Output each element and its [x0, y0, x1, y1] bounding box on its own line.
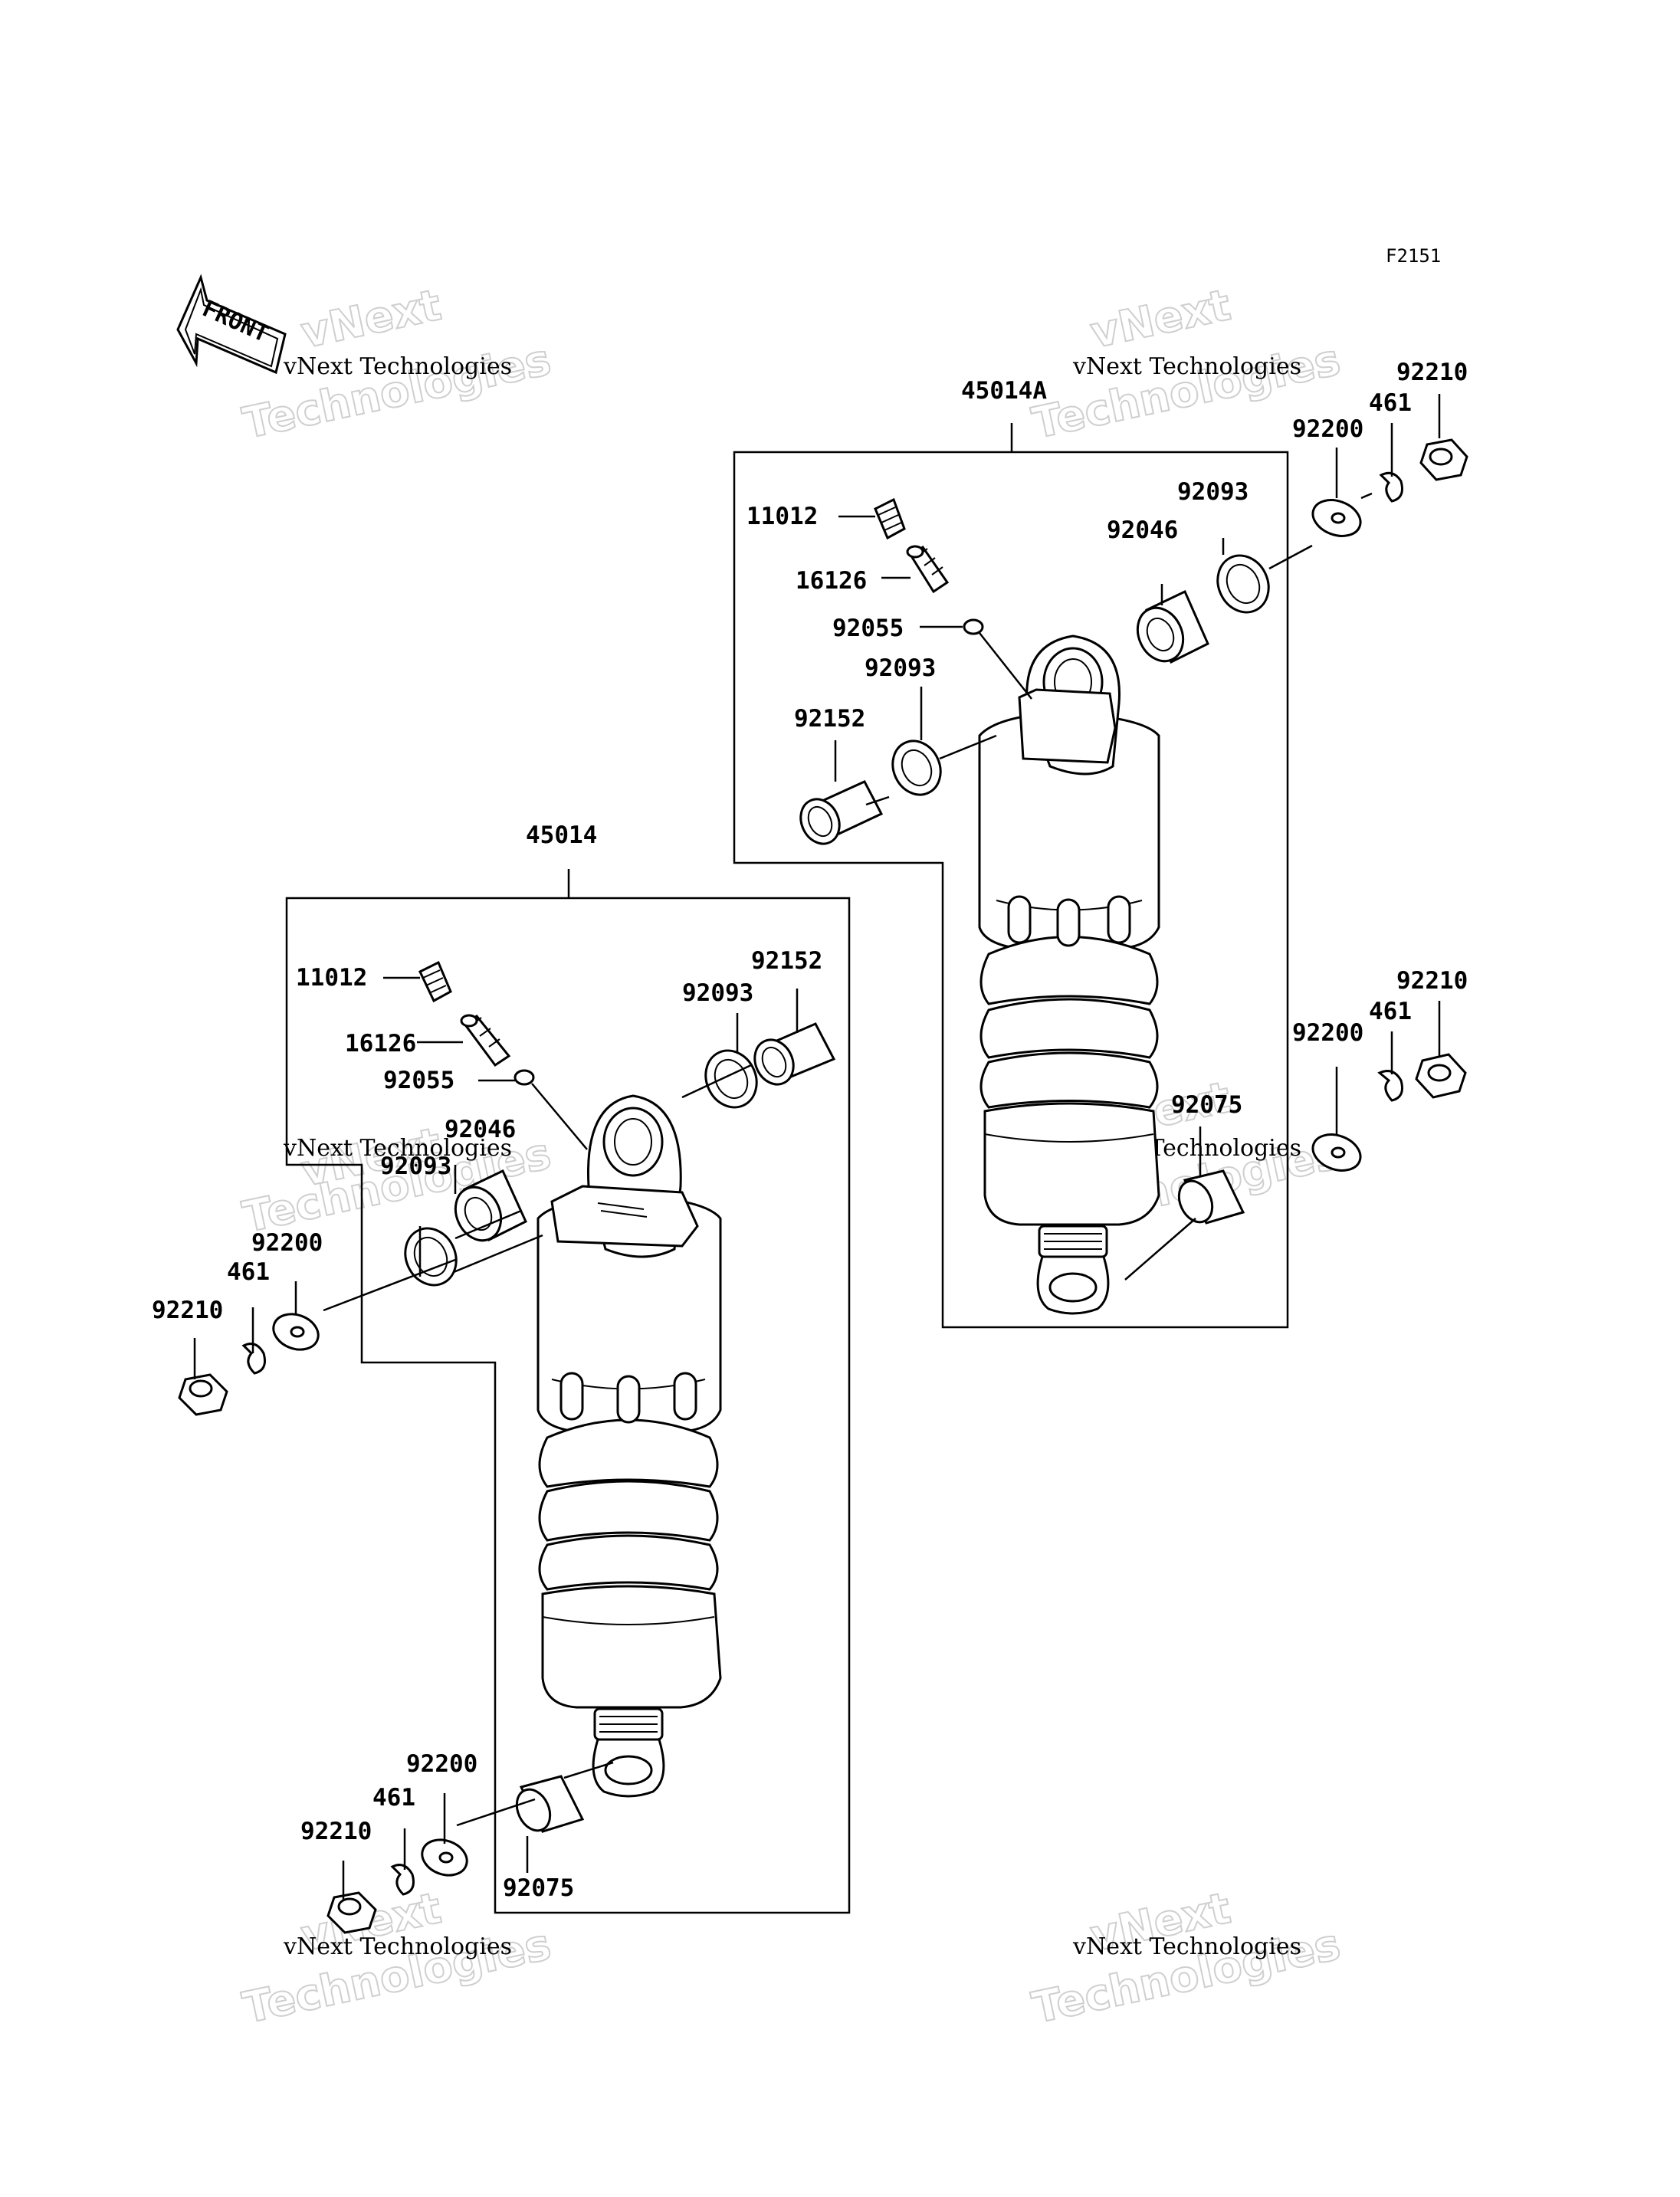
collar-92075-b — [515, 1775, 585, 1833]
lockwasher-461-a-top — [1379, 471, 1403, 503]
callout-461: 461 — [372, 1784, 415, 1812]
callout-92210: 92210 — [152, 1297, 223, 1324]
seal-92093-b-left — [404, 1227, 458, 1287]
callout-92093: 92093 — [1177, 478, 1249, 506]
callout-92210: 92210 — [1396, 967, 1468, 995]
watermark-text: vNext Technologies — [1072, 353, 1301, 380]
washer-92200-b-bottom — [421, 1838, 468, 1877]
seal-92093-a-right — [1216, 554, 1270, 614]
valve-16126-b — [460, 1014, 511, 1067]
watermark-text: vNext Technologies — [1072, 1933, 1301, 1960]
lockwasher-461-a-mid — [1377, 1070, 1403, 1102]
cap-11012-b — [418, 960, 452, 1003]
callout-92093: 92093 — [865, 654, 936, 682]
watermark-vnext: vNext — [297, 280, 445, 359]
nut-92210-b-left — [178, 1373, 228, 1416]
callout-11012: 11012 — [746, 503, 818, 530]
bushing-92152-a — [799, 780, 884, 845]
callout-16126: 16126 — [796, 567, 867, 595]
callout-16126: 16126 — [345, 1030, 416, 1058]
callout-92210: 92210 — [1396, 359, 1468, 386]
nut-92210-a-mid — [1415, 1053, 1467, 1099]
assembly-45014-outline — [285, 869, 851, 1914]
assembly-45014: 45014 — [152, 821, 851, 1934]
watermark-text: vNext Technologies — [283, 1135, 512, 1162]
washer-92200-a-top — [1311, 499, 1362, 537]
callout-92055: 92055 — [832, 615, 904, 642]
oring-92055-a — [963, 618, 984, 635]
watermark-top-left: vNext Technologies vNext Technologies — [238, 280, 556, 450]
callout-92152: 92152 — [751, 947, 822, 975]
callout-92200: 92200 — [1292, 415, 1363, 443]
seal-92093-a-left — [891, 739, 942, 796]
callout-92046: 92046 — [445, 1116, 516, 1143]
watermark-vnext: vNext — [1086, 280, 1235, 359]
assembly-45014a-outline — [733, 423, 1289, 1329]
oring-92055-b — [514, 1069, 535, 1086]
shock-absorber-a — [978, 635, 1160, 1315]
callout-92055: 92055 — [383, 1067, 454, 1094]
nut-92210-b-bottom — [326, 1891, 377, 1934]
front-arrow-icon: FRONT — [176, 274, 287, 375]
washer-92200-a-mid — [1311, 1133, 1362, 1172]
callout-92093: 92093 — [682, 979, 753, 1007]
callout-92075: 92075 — [1171, 1091, 1242, 1119]
shock-absorber-b — [536, 1094, 722, 1798]
callout-92075: 92075 — [503, 1874, 574, 1902]
callout-92200: 92200 — [1292, 1019, 1363, 1047]
callout-461: 461 — [227, 1258, 270, 1286]
watermark-bottom-left: vNext Technologies vNext Technologies — [238, 1883, 556, 2035]
assembly-45014-number: 45014 — [526, 821, 597, 849]
watermark-text: vNext Technologies — [283, 1933, 512, 1960]
callout-11012: 11012 — [296, 964, 367, 992]
bearing-92046-a — [1136, 589, 1209, 664]
nut-92210-a-top — [1419, 438, 1468, 481]
callout-92210: 92210 — [300, 1818, 372, 1845]
watermark-bottom-right: vNext Technologies vNext Technologies — [1027, 1883, 1345, 2035]
callout-92093: 92093 — [380, 1153, 451, 1180]
bearing-92046-b — [454, 1169, 527, 1242]
washer-92200-b-left — [272, 1313, 320, 1351]
callout-92200: 92200 — [406, 1750, 477, 1778]
watermark-text: vNext Technologies — [283, 353, 512, 380]
seal-92093-b-right — [704, 1049, 758, 1109]
figure-reference: F2151 — [1386, 245, 1441, 267]
cap-11012-a — [874, 497, 906, 540]
callout-461: 461 — [1369, 389, 1412, 417]
collar-92075-a — [1177, 1169, 1245, 1225]
lockwasher-461-b-left — [241, 1343, 266, 1375]
assembly-45014a: 45014A — [733, 359, 1468, 1329]
lockwasher-461-b-bottom — [390, 1864, 415, 1896]
watermark-technologies: Technologies — [238, 335, 555, 448]
callout-461: 461 — [1369, 998, 1412, 1025]
valve-16126-a — [906, 545, 950, 594]
bushing-92152-b — [753, 1022, 836, 1086]
callout-92200: 92200 — [251, 1229, 323, 1257]
assembly-45014a-number: 45014A — [961, 377, 1047, 405]
callout-92152: 92152 — [794, 705, 865, 733]
callout-92046: 92046 — [1107, 516, 1178, 544]
